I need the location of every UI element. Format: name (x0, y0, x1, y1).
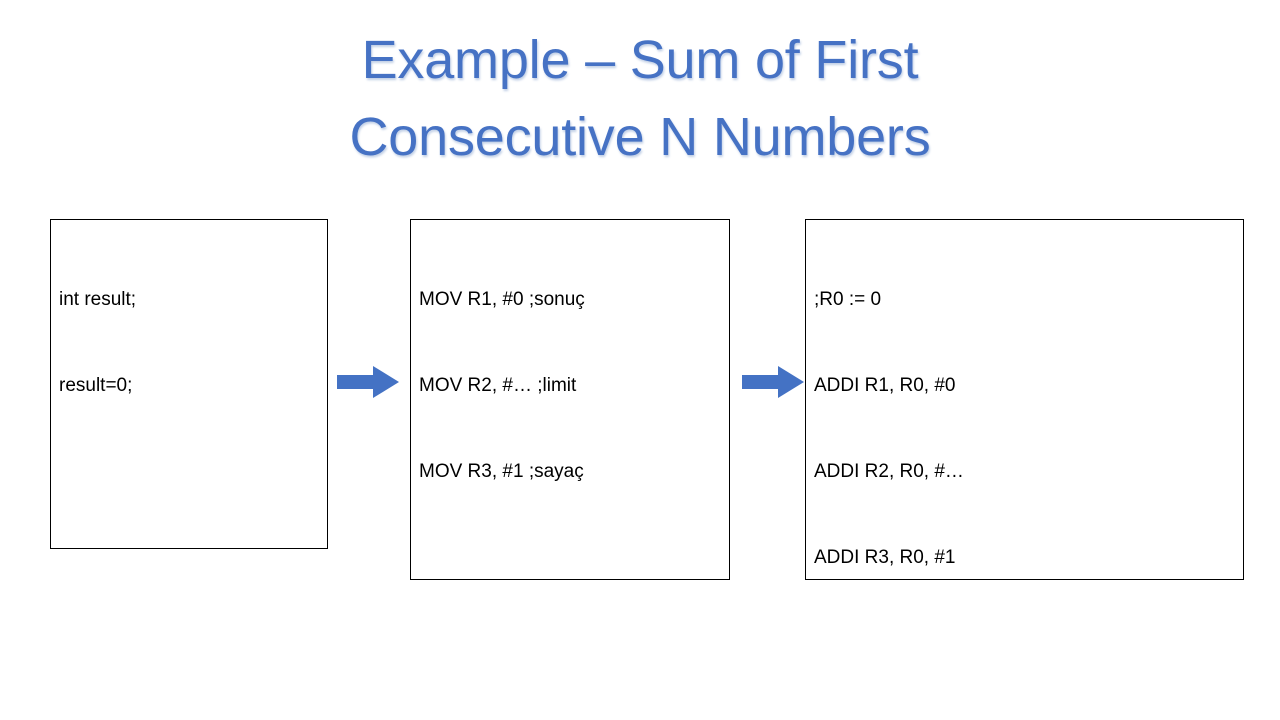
c-code-box: int result; result=0; int limit; limit=…… (50, 219, 328, 549)
code-line: int result; (59, 289, 137, 311)
code-line: ADDI R2, R0, #… (814, 460, 964, 482)
code-line: int limit; (59, 544, 327, 548)
code-line-blank (59, 458, 327, 487)
right-arrow-icon (742, 366, 804, 398)
code-line: MOV R2, #… ;limit (419, 374, 577, 396)
code-line: ADDI R3, R0, #1 (814, 546, 956, 568)
page-title: Example – Sum of First Consecutive N Num… (349, 30, 931, 167)
code-line: MOV R1, #0 ;sonuç (419, 289, 585, 311)
code-line: ;R0 := 0 (814, 289, 882, 311)
right-arrow-icon (337, 366, 399, 398)
code-line: result=0; (59, 374, 133, 396)
code-line: MOV R3, #1 ;sayaç (419, 460, 584, 482)
code-line: ADDI R1, R0, #0 (814, 374, 956, 396)
code-line-blank (419, 544, 729, 573)
mips-assembly-box: ;R0 := 0 ADDI R1, R0, #0 ADDI R2, R0, #…… (805, 219, 1244, 580)
arm-assembly-box: MOV R1, #0 ;sonuç MOV R2, #… ;limit MOV … (410, 219, 730, 580)
